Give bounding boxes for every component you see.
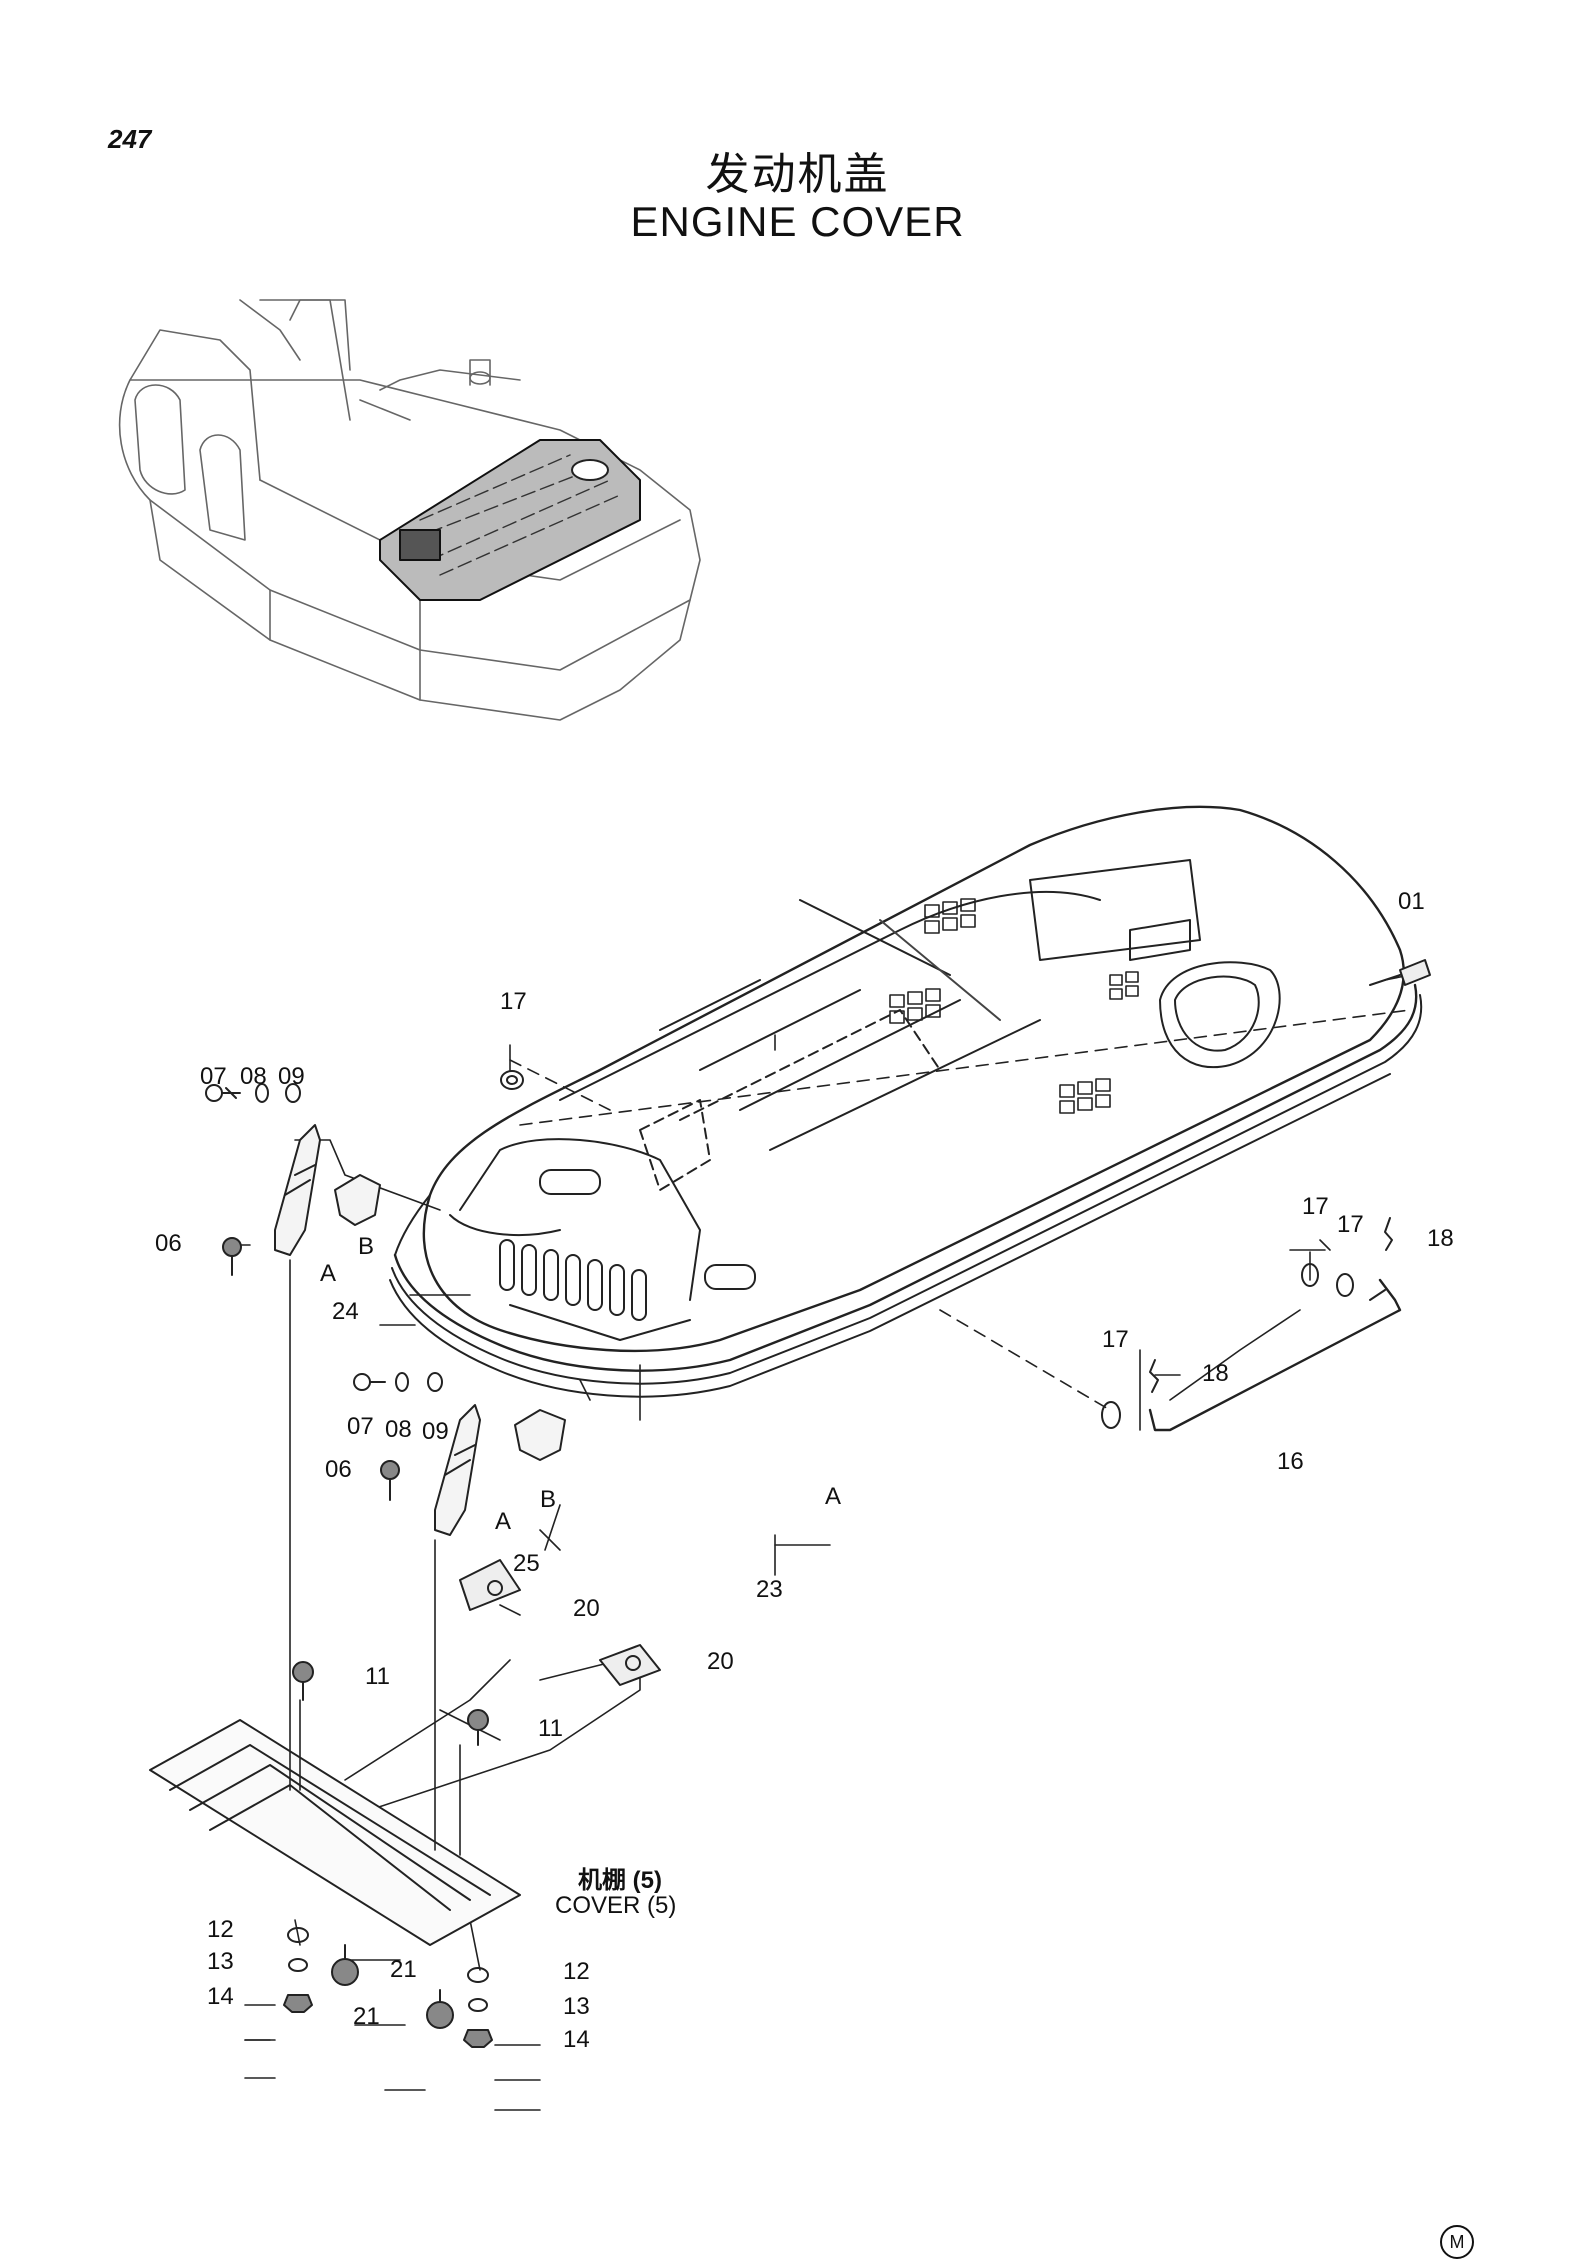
callout-09: 09 [278, 1063, 305, 1090]
leader-lines [229, 974, 1411, 2111]
nut-14-a [283, 1994, 313, 2013]
latch-25 [434, 1404, 566, 1536]
bolt-21-a [331, 1944, 359, 1986]
callout-01: 01 [1398, 888, 1425, 915]
callout-07: 07 [347, 1413, 374, 1440]
callout-20: 20 [573, 1595, 600, 1622]
nut-14-b [463, 2029, 493, 2048]
washer-17-right-b [1336, 1273, 1354, 1297]
washer-13-b [468, 1998, 488, 2012]
cover-grille [499, 1239, 647, 1321]
bolt-11-b [467, 1709, 489, 1746]
cover-note-en: COVER (5) [555, 1892, 677, 1919]
bolt-11-a [292, 1661, 314, 1701]
washer-08-a [255, 1083, 269, 1103]
callout-14: 14 [563, 2026, 590, 2053]
washer-09-b [427, 1372, 443, 1392]
washer-09-a [285, 1083, 301, 1103]
clip-18-b [1149, 1359, 1159, 1393]
callout-18: 18 [1427, 1225, 1454, 1252]
leader-lines-dashed [509, 1009, 1411, 1411]
cover-vent-grid-4 [1109, 971, 1139, 1000]
callout-17: 17 [1302, 1193, 1329, 1220]
rod-16 [1148, 1278, 1402, 1432]
washer-17-top [500, 1070, 524, 1090]
page-title-en: ENGINE COVER [630, 198, 965, 245]
bracket-20-a [459, 1559, 521, 1611]
callout-17: 17 [500, 988, 527, 1015]
callout-17: 17 [1102, 1326, 1129, 1353]
cover-vent-grid-2 [889, 988, 941, 1024]
callout-A: A [320, 1260, 337, 1287]
cover-vent-grid-3 [1059, 1078, 1111, 1114]
washer-12-a [287, 1927, 309, 1943]
washer-08-b [395, 1372, 409, 1392]
washer-13-a [288, 1958, 308, 1972]
bolt-06-b [380, 1460, 400, 1501]
cover-vent-grid-1 [924, 898, 976, 934]
bolt-07-b [353, 1373, 386, 1391]
callout-18: 18 [1202, 1360, 1229, 1387]
callout-17: 17 [1337, 1211, 1364, 1238]
washer-17-right-a [1301, 1263, 1319, 1287]
callout-20: 20 [707, 1648, 734, 1675]
bolt-07-a [205, 1084, 241, 1102]
bolt-21-b [426, 1989, 454, 2029]
bolt-06-a [222, 1237, 242, 1276]
callout-14: 14 [207, 1983, 234, 2010]
callout-21: 21 [390, 1956, 417, 1983]
bracket-20-b [599, 1644, 661, 1686]
callout-13: 13 [563, 1993, 590, 2020]
callout-B: B [358, 1233, 375, 1260]
callout-A: A [495, 1508, 512, 1535]
callout-07: 07 [200, 1063, 227, 1090]
callout-11: 11 [538, 1715, 563, 1742]
callout-12: 12 [563, 1958, 590, 1985]
inset-engine-cover-highlight [379, 439, 641, 601]
callout-09: 09 [422, 1418, 449, 1445]
callout-21: 21 [353, 2003, 380, 2030]
callout-23: 23 [756, 1576, 783, 1603]
clip-18-a [1384, 1217, 1393, 1251]
engine-cover-23 [389, 805, 1423, 1398]
support-plate-cover-5 [149, 1719, 521, 1946]
excavator-overview-illustration [118, 299, 701, 721]
washer-17-bottom [1101, 1401, 1121, 1429]
washer-12-b [467, 1967, 489, 1983]
callout-11: 11 [365, 1663, 390, 1690]
callout-B: B [540, 1486, 557, 1513]
callout-16: 16 [1277, 1448, 1304, 1475]
vertical-rods [289, 1259, 461, 1856]
cover-note-cn: 机棚 (5) [578, 1867, 662, 1894]
callout-A: A [825, 1483, 842, 1510]
callout-06: 06 [325, 1456, 352, 1483]
page-title-cn: 发动机盖 [705, 149, 890, 200]
bolt-01 [1369, 959, 1431, 986]
callout-12: 12 [207, 1916, 234, 1943]
callout-08: 08 [240, 1063, 267, 1090]
callout-08: 08 [385, 1416, 412, 1443]
callout-25: 25 [513, 1550, 540, 1577]
manufacturer-mark-icon: M [1440, 2225, 1474, 2259]
callout-13: 13 [207, 1948, 234, 1975]
page-number: 247 [108, 124, 152, 154]
latch-24 [274, 1124, 381, 1256]
callout-24: 24 [332, 1298, 359, 1325]
callout-06: 06 [155, 1230, 182, 1257]
